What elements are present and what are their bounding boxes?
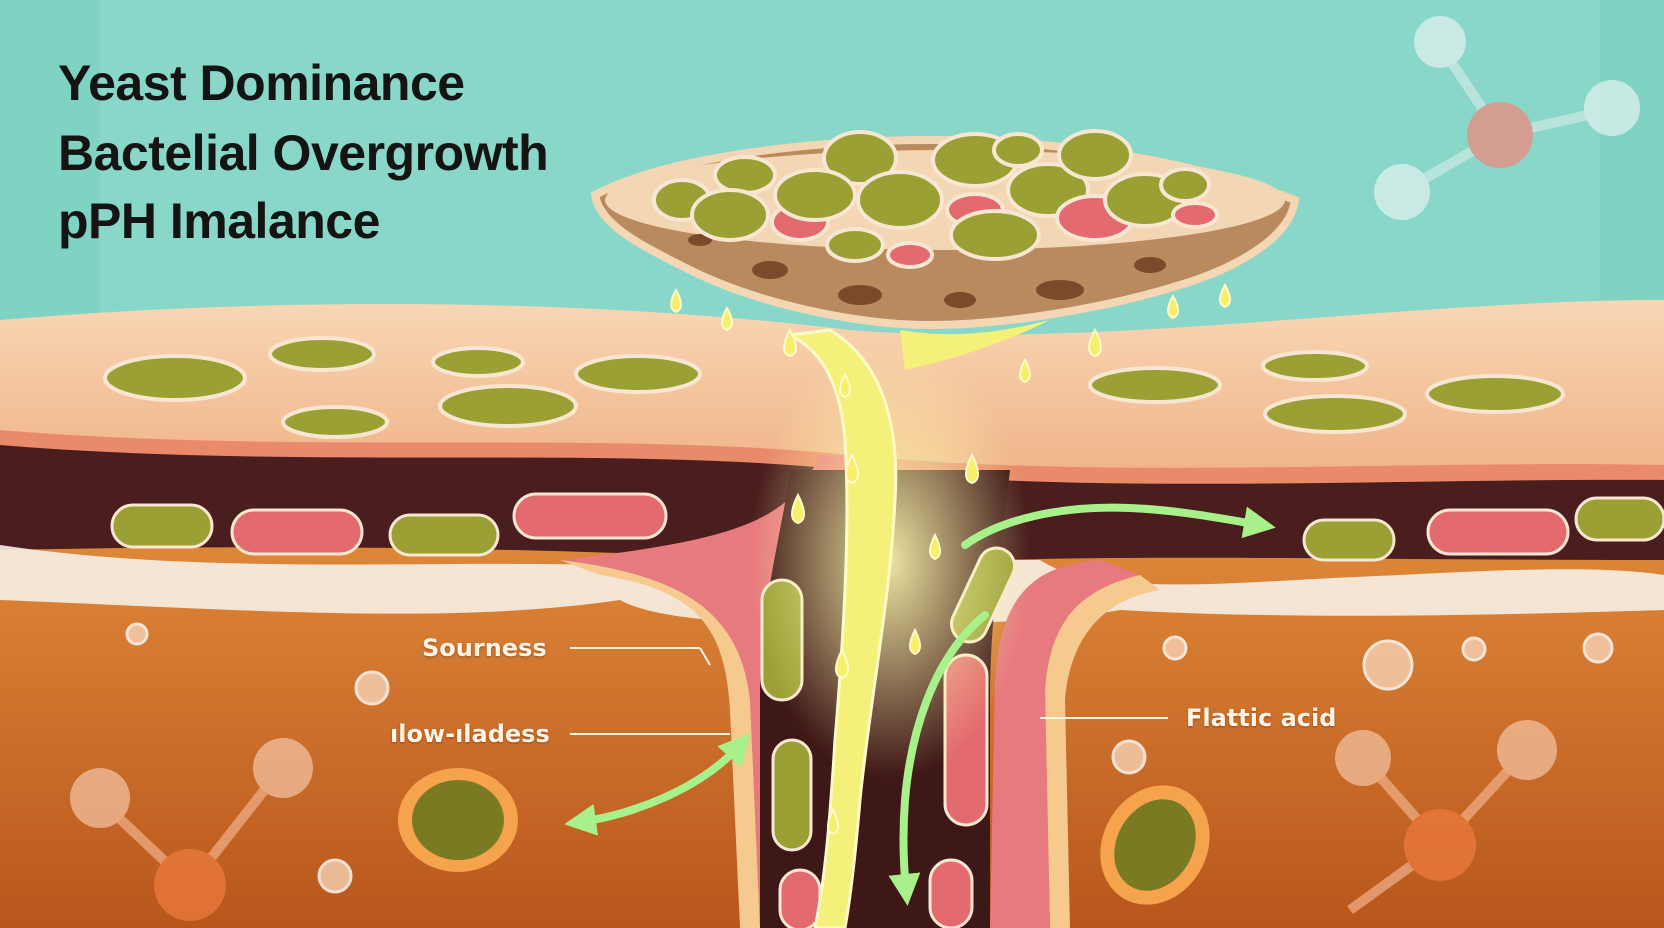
liquid-stream (750, 320, 1050, 928)
bacteria-row (110, 492, 1664, 562)
callout-flattic-acid: Flattic acid (1186, 704, 1337, 732)
spiky-microbe (398, 768, 1210, 905)
left-funnel-edge (560, 560, 760, 928)
yeast-cells-surface (103, 336, 1565, 439)
headline-ph-imbalance: pPH Imalance (58, 193, 380, 249)
headline-yeast-dominance: Yeast Dominance (58, 55, 465, 111)
leader-lines (570, 647, 1168, 735)
molecule-icon (70, 738, 313, 921)
colony-cluster (652, 129, 1219, 269)
molecule-icon (1374, 16, 1640, 220)
callout-sourness: Sourness (422, 634, 547, 662)
right-funnel-edge (1045, 575, 1160, 928)
liquid-droplets (670, 282, 1231, 836)
flow-arrows (564, 503, 1276, 906)
bubbles (125, 622, 1614, 894)
headline-bacterial-overgrowth: Bactelial Overgrowth (58, 125, 549, 181)
molecule-icon (1335, 720, 1557, 915)
right-funnel-wall (990, 560, 1140, 928)
callout-low-ladess: ılow-ıladess (390, 720, 550, 748)
